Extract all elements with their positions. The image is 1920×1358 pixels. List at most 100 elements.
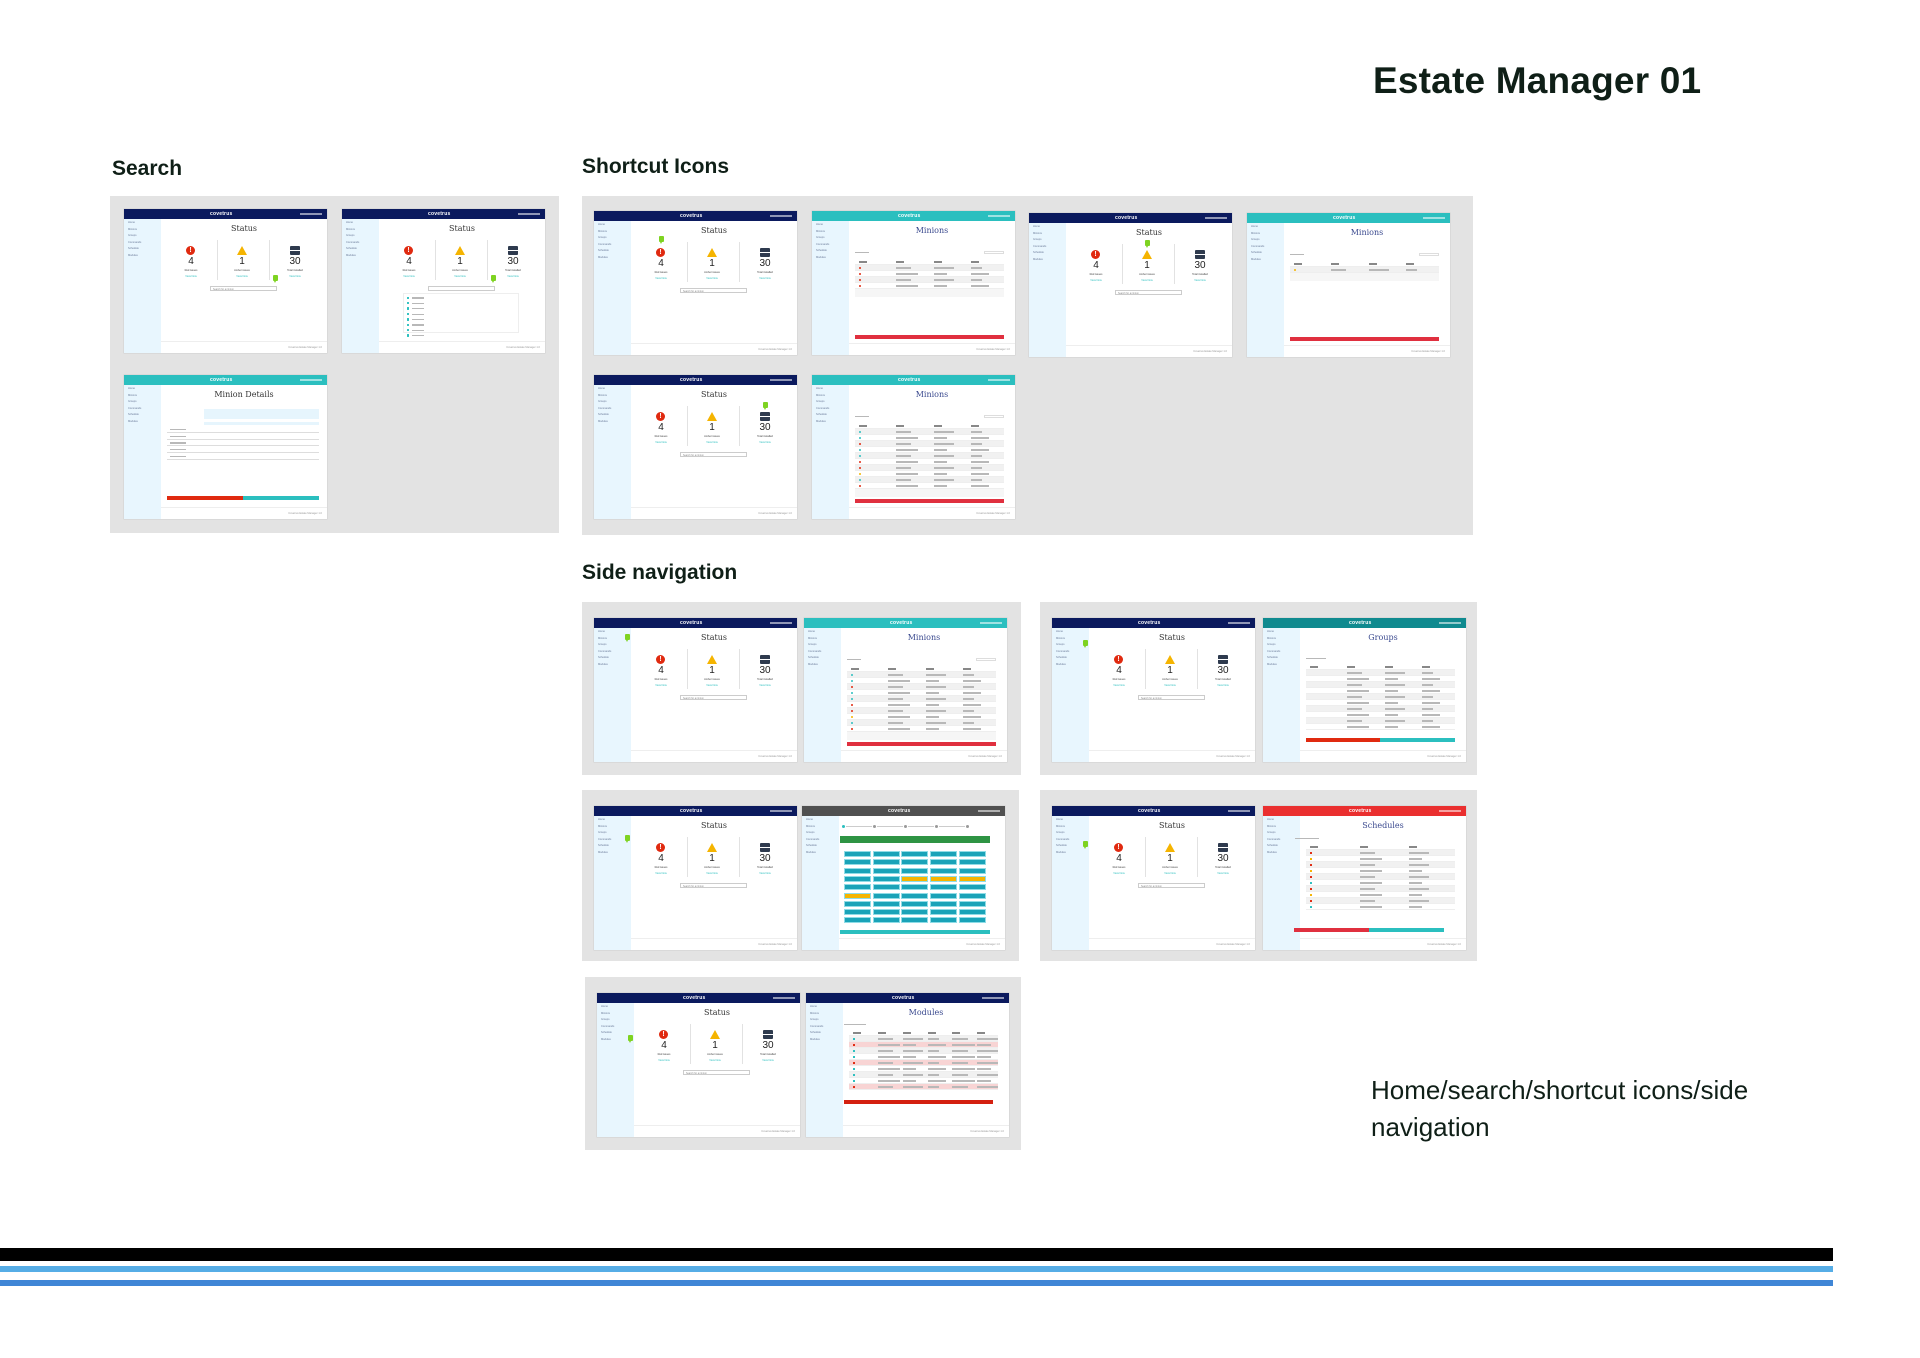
table-row[interactable] <box>855 265 1004 271</box>
sidebar-item[interactable]: Minions <box>128 393 137 397</box>
view-now-link[interactable]: View Now <box>655 872 667 875</box>
command-button[interactable] <box>901 909 929 916</box>
sidebar-item[interactable]: Home <box>808 630 815 633</box>
view-now-link[interactable]: View Now <box>759 684 771 687</box>
view-now-link[interactable]: View Now <box>1164 872 1176 875</box>
table-row[interactable] <box>1306 700 1455 706</box>
pagination[interactable] <box>855 489 1004 497</box>
command-button[interactable] <box>872 909 900 916</box>
table-row[interactable] <box>847 702 996 708</box>
table-row[interactable] <box>855 441 1004 447</box>
sidebar-item[interactable]: Schedule <box>598 844 609 848</box>
view-now-link[interactable]: View Now <box>289 275 301 278</box>
view-now-link[interactable]: View Now <box>706 872 718 875</box>
view-now-link[interactable]: View Now <box>507 275 519 278</box>
table-row[interactable] <box>855 465 1004 471</box>
sidebar-item[interactable]: Schedule <box>1251 251 1262 255</box>
sidebar-item[interactable]: Minions <box>598 229 607 233</box>
sidebar-item[interactable]: Home <box>1056 818 1063 821</box>
sidebar-item[interactable]: Schedule <box>810 1031 821 1035</box>
table-row[interactable] <box>849 1060 999 1066</box>
search-field[interactable] <box>976 658 996 661</box>
pagination[interactable] <box>1290 273 1439 281</box>
back-button[interactable] <box>844 1100 993 1104</box>
table-row[interactable] <box>1306 880 1455 886</box>
header-user-links[interactable] <box>300 378 322 381</box>
command-button[interactable] <box>958 892 986 899</box>
sidebar-item[interactable]: Schedule <box>1267 844 1278 848</box>
sidebar-item[interactable]: Groups <box>1267 831 1276 835</box>
add-button[interactable] <box>1380 738 1455 742</box>
column-header[interactable] <box>1347 666 1356 668</box>
sidebar-item[interactable]: Modules <box>1056 663 1066 666</box>
table-row[interactable] <box>849 1084 999 1090</box>
minion-search-input[interactable]: Search for a minion <box>1138 695 1205 700</box>
back-button[interactable] <box>855 499 1004 503</box>
step-indicator[interactable] <box>935 825 938 828</box>
sidebar-item[interactable]: Groups <box>598 643 607 647</box>
view-now-link[interactable]: View Now <box>236 275 248 278</box>
table-row[interactable] <box>855 459 1004 465</box>
sidebar-item[interactable]: Minions <box>1056 636 1065 640</box>
sidebar-item[interactable]: Groups <box>816 236 825 240</box>
search-result-item[interactable] <box>407 307 447 311</box>
command-button[interactable] <box>901 851 929 857</box>
sidebar-item[interactable]: Commands <box>598 649 612 653</box>
minion-search-input[interactable]: Search for a minion <box>1115 290 1182 295</box>
column-header[interactable] <box>927 1032 936 1034</box>
command-button[interactable] <box>872 875 900 882</box>
table-row[interactable] <box>1306 706 1455 712</box>
sidebar-item[interactable]: Schedule <box>601 1031 612 1035</box>
sidebar-item[interactable]: Modules <box>598 663 608 666</box>
header-user-links[interactable] <box>770 621 792 624</box>
sidebar-item[interactable]: Home <box>346 221 353 224</box>
sidebar-item[interactable]: Groups <box>346 234 355 238</box>
view-now-link[interactable]: View Now <box>709 1059 721 1062</box>
sidebar-item[interactable]: Commands <box>601 1024 615 1028</box>
header-user-links[interactable] <box>773 996 795 999</box>
table-row[interactable] <box>847 708 996 714</box>
sidebar-item[interactable]: Minions <box>1251 231 1260 235</box>
column-header[interactable] <box>977 1032 986 1034</box>
column-header[interactable] <box>1409 846 1418 848</box>
table-row[interactable] <box>855 483 1004 489</box>
header-user-links[interactable] <box>1423 216 1445 219</box>
view-now-link[interactable]: View Now <box>655 684 667 687</box>
sidebar-item[interactable]: Schedule <box>1056 844 1067 848</box>
view-now-link[interactable]: View Now <box>1141 279 1153 282</box>
sidebar-item[interactable]: Groups <box>598 400 607 404</box>
sidebar-item[interactable]: Modules <box>1033 258 1043 261</box>
column-header[interactable] <box>1331 263 1340 265</box>
sidebar-item[interactable]: Commands <box>1033 244 1047 248</box>
search-field[interactable] <box>984 251 1004 254</box>
sidebar-item[interactable]: Commands <box>816 242 830 246</box>
sidebar-item[interactable]: Schedule <box>128 247 139 251</box>
back-button[interactable] <box>1306 738 1380 742</box>
table-row[interactable] <box>855 435 1004 441</box>
sidebar-item[interactable]: Home <box>598 818 605 821</box>
column-header[interactable] <box>888 668 897 670</box>
sidebar-item[interactable]: Modules <box>816 420 826 423</box>
step-indicator[interactable] <box>842 825 845 828</box>
table-row[interactable] <box>1306 892 1455 898</box>
column-header[interactable] <box>1421 666 1430 668</box>
header-user-links[interactable] <box>1228 621 1250 624</box>
command-button[interactable] <box>872 892 900 899</box>
view-now-link[interactable]: View Now <box>655 277 667 280</box>
command-button[interactable] <box>844 875 871 882</box>
table-row[interactable] <box>855 453 1004 459</box>
command-button[interactable] <box>844 851 871 857</box>
sidebar-item[interactable]: Modules <box>128 420 138 423</box>
table-row[interactable] <box>1306 856 1455 862</box>
back-button[interactable] <box>847 742 996 746</box>
view-now-link[interactable]: View Now <box>1090 279 1102 282</box>
column-header[interactable] <box>933 261 942 263</box>
command-button[interactable] <box>844 917 871 924</box>
column-header[interactable] <box>1405 263 1414 265</box>
